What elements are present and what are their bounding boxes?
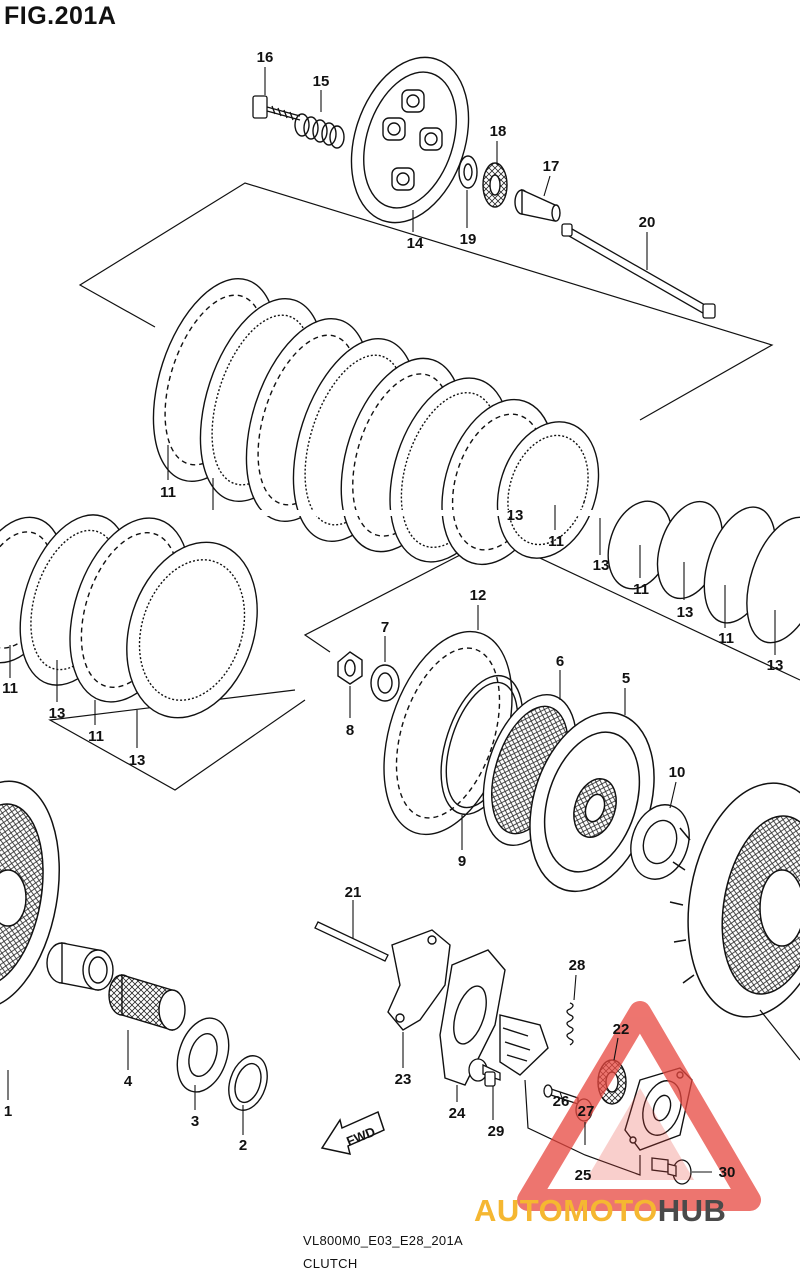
callout-8: 8 <box>346 722 354 739</box>
figure-title: FIG.201A <box>4 2 117 30</box>
part-2-spacer-ring <box>228 1055 268 1111</box>
part-spacer-sleeve <box>46 942 114 991</box>
part-19-washer <box>458 155 478 189</box>
callout-13-b: 13 <box>593 557 610 574</box>
callout-13-e: 13 <box>49 705 66 722</box>
callout-12: 12 <box>470 587 487 604</box>
callout-21: 21 <box>345 884 362 901</box>
group-outline-top <box>78 182 774 421</box>
watermark-text-part1: AUTOMOTO <box>474 1193 658 1228</box>
part-8-nut <box>337 651 363 685</box>
callout-13-f: 13 <box>129 752 146 769</box>
part-7-washer <box>370 664 400 702</box>
callout-2: 2 <box>239 1137 247 1154</box>
callout-1: 1 <box>4 1103 12 1120</box>
callout-22: 22 <box>613 1021 630 1038</box>
callout-29: 29 <box>488 1123 505 1140</box>
part-14-pressure-plate <box>350 56 470 224</box>
part-15-spring <box>294 113 345 149</box>
part-30-bolt <box>651 1157 692 1185</box>
callout-9: 9 <box>458 853 466 870</box>
model-code: VL800M0_E03_E28_201A <box>303 1233 463 1248</box>
callout-30: 30 <box>719 1164 736 1181</box>
part-29-screw <box>468 1058 501 1087</box>
callout-labels: 16 15 14 18 19 17 20 11 13 11 13 11 13 1… <box>2 49 783 1184</box>
part-24-gasket <box>439 949 506 1086</box>
callout-6: 6 <box>556 653 564 670</box>
callout-5: 5 <box>622 670 630 687</box>
callout-14: 14 <box>407 235 424 252</box>
callout-27: 27 <box>578 1103 595 1120</box>
section-name: CLUTCH <box>303 1256 358 1271</box>
plate-stack-lower-left <box>0 514 258 719</box>
callout-26: 26 <box>553 1093 570 1110</box>
part-4-needle-bearing <box>108 974 186 1031</box>
callout-11-d: 11 <box>718 630 734 647</box>
part-5-clutch-hub <box>529 711 655 893</box>
outer-clutch-housing-right <box>669 782 800 1018</box>
part-20-push-rod <box>561 223 716 319</box>
callout-11-b: 11 <box>548 533 564 550</box>
part-1-primary-driven-gear-left <box>0 780 60 1010</box>
watermark-logo-icon <box>517 1001 761 1211</box>
callout-17: 17 <box>543 158 560 175</box>
callout-25: 25 <box>575 1167 592 1184</box>
callout-16: 16 <box>257 49 274 66</box>
callout-13-c: 13 <box>677 604 694 621</box>
callout-24: 24 <box>449 1105 466 1122</box>
callout-11-a: 11 <box>160 484 176 501</box>
callout-10: 10 <box>669 764 686 781</box>
watermark-text: AUTOMOTOHUB <box>474 1193 726 1229</box>
callout-11-f: 11 <box>88 728 104 745</box>
callout-18: 18 <box>490 123 507 140</box>
part-3-washer <box>176 1017 230 1093</box>
part-26-screw <box>543 1084 579 1105</box>
part-release-cam <box>499 1014 549 1076</box>
callout-13-d: 13 <box>767 657 784 674</box>
callout-11-e: 11 <box>2 680 18 697</box>
callout-15: 15 <box>313 73 330 90</box>
housing-guide-line <box>759 1009 800 1061</box>
callout-23: 23 <box>395 1071 412 1088</box>
plate-stack-right <box>607 500 800 644</box>
callout-4: 4 <box>124 1073 133 1090</box>
callout-3: 3 <box>191 1113 199 1130</box>
part-16-bolt <box>252 95 301 121</box>
part-23-bracket <box>387 929 451 1031</box>
callout-11-c: 11 <box>633 581 649 598</box>
fwd-arrow-icon: FWD <box>320 1110 385 1155</box>
callout-28: 28 <box>569 957 586 974</box>
callout-7: 7 <box>381 619 389 636</box>
scan-gap <box>0 510 800 516</box>
part-17-push-piece <box>514 188 561 222</box>
callout-20: 20 <box>639 214 656 231</box>
watermark-text-part2: HUB <box>657 1193 727 1228</box>
part-28-spring <box>566 1002 574 1046</box>
part-10-thrust-washer <box>630 804 690 880</box>
part-18-bearing <box>482 162 508 208</box>
leader-lines <box>7 67 776 1173</box>
part-21-pin <box>314 921 389 962</box>
plate-stack-upper <box>152 278 600 566</box>
callout-19: 19 <box>460 231 477 248</box>
callout-13-a: 13 <box>507 507 524 524</box>
part-25-bracket-line <box>524 1079 641 1176</box>
